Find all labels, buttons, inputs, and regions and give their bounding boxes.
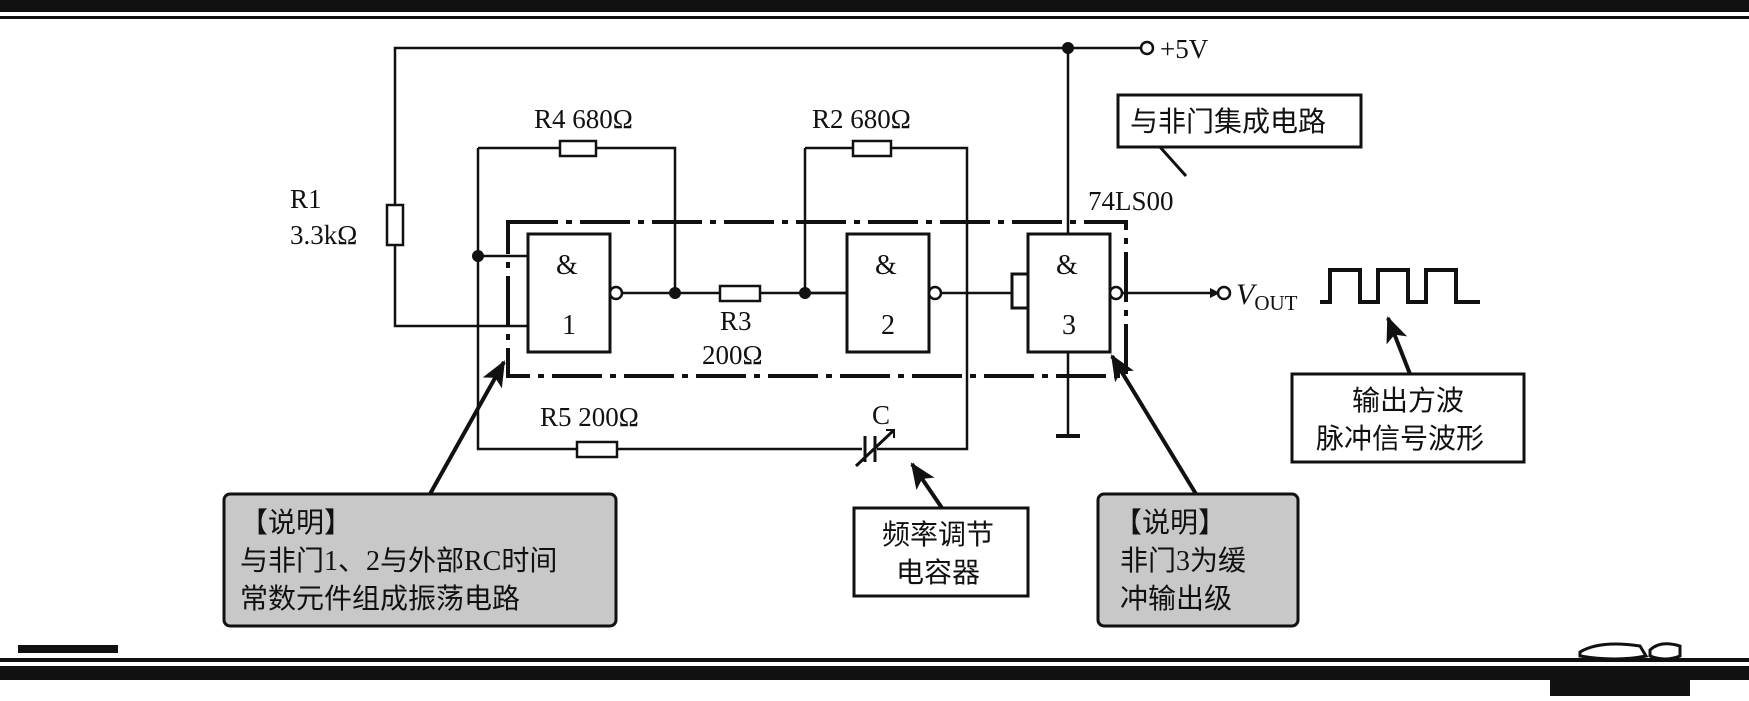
ic-boundary: [506, 220, 1128, 378]
waveform-callout-line-2: 脉冲信号波形: [1316, 423, 1484, 455]
gate-3: & 3: [1010, 232, 1124, 354]
waveform-callout-box: [1290, 372, 1526, 464]
note-right-box: [1096, 492, 1300, 628]
supply-terminal: [1139, 40, 1155, 56]
ic-label-text: 与非门集成电路: [1130, 106, 1326, 138]
r1-value: 3.3kΩ: [290, 220, 357, 250]
capacitor-callout-line-1: 频率调节: [882, 519, 994, 551]
supply-label: +5V: [1160, 34, 1209, 64]
gate-1-symbol: &: [556, 250, 578, 281]
junction-dots: [472, 42, 1074, 299]
note-right-arrow: [1110, 354, 1198, 496]
note-left-arrow: [428, 360, 506, 495]
note-left-box: [222, 492, 618, 628]
gate-3-number: 3: [1062, 310, 1076, 341]
gate-2-number: 2: [881, 310, 895, 341]
resistors: [385, 139, 893, 459]
r5-resistor: [575, 440, 619, 459]
r3-name: R3: [720, 306, 752, 336]
gate-1-number: 1: [562, 310, 576, 341]
r4-label: R4 680Ω: [534, 104, 633, 134]
note-left-line-1: 【说明】: [240, 507, 352, 539]
ic-label-arrow: [1158, 145, 1188, 178]
capacitor-callout-box: [852, 506, 1030, 598]
r3-resistor: [718, 284, 762, 303]
r2-resistor: [851, 139, 893, 158]
note-left-line-2: 与非门1、2与外部RC时间: [240, 545, 557, 577]
output-terminal: [1216, 285, 1232, 301]
variable-capacitor: [854, 428, 896, 468]
gate-2: & 2: [845, 232, 943, 354]
note-right-line-3: 冲输出级: [1120, 583, 1232, 615]
note-right-line-2: 非门3为缓: [1120, 545, 1246, 577]
gate-1: & 1: [526, 232, 624, 354]
r5-label: R5 200Ω: [540, 402, 639, 432]
gate-2-symbol: &: [875, 250, 897, 281]
ic-label-box: [1116, 93, 1363, 149]
r3-value: 200Ω: [702, 340, 763, 370]
r1-name: R1: [290, 184, 322, 214]
r2-label: R2 680Ω: [812, 104, 911, 134]
waveform-callout-line-1: 输出方波: [1352, 385, 1464, 417]
ic-part-number: 74LS00: [1088, 186, 1174, 216]
r4-resistor: [558, 139, 598, 158]
capacitor-callout-line-2: 电容器: [896, 557, 980, 589]
capacitor-arrow: [910, 462, 944, 510]
note-left-line-3: 常数元件组成振荡电路: [240, 583, 520, 615]
gate-3-symbol: &: [1056, 250, 1078, 281]
output-waveform: [1320, 268, 1480, 304]
r1-resistor: [385, 203, 405, 247]
waveform-arrow: [1386, 316, 1412, 375]
note-right-line-1: 【说明】: [1114, 507, 1226, 539]
c-name: C: [872, 400, 890, 430]
vout-label: VOUT: [1236, 278, 1298, 315]
